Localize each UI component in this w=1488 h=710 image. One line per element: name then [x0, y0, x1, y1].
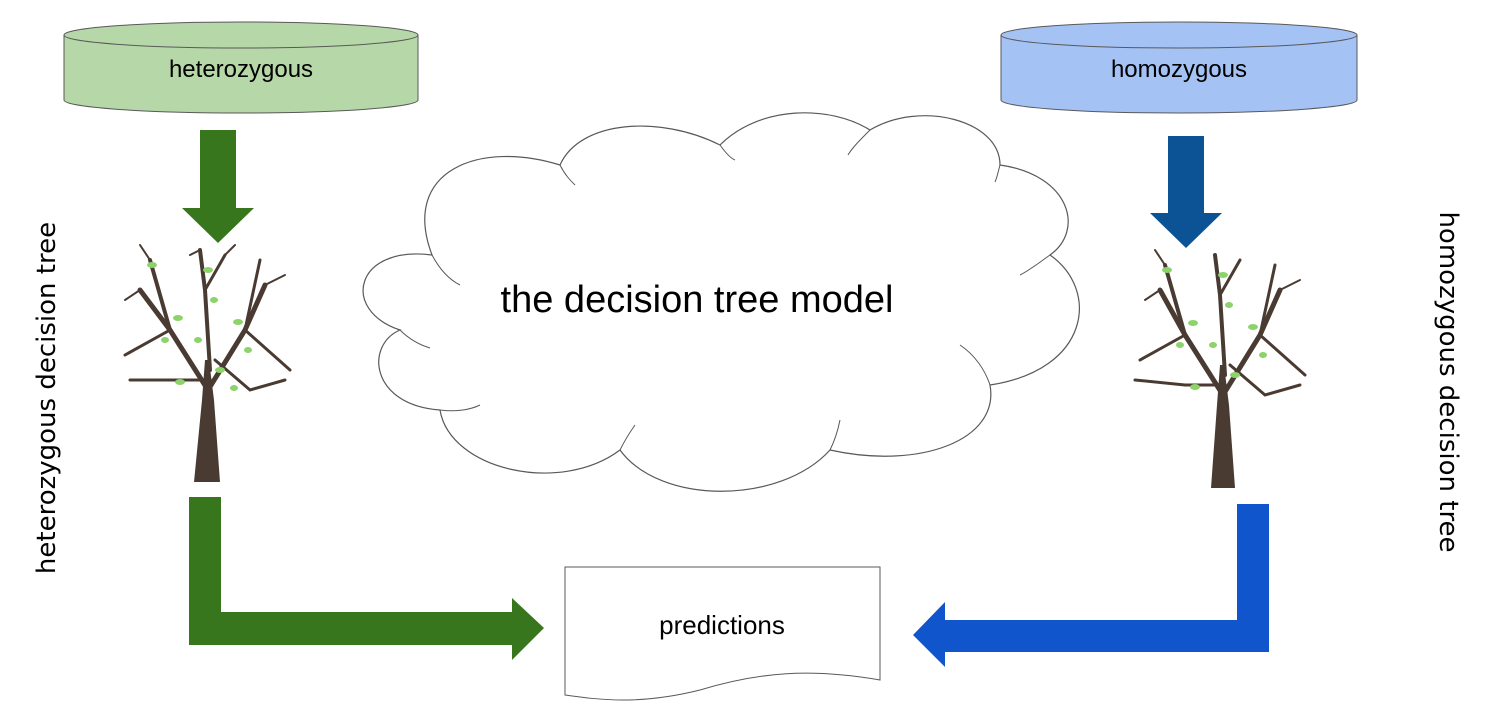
predictions-document: predictions [564, 566, 881, 701]
right-tree-icon [1133, 249, 1307, 488]
heterozygous-database-body [63, 35, 419, 114]
decision-tree-model-cloud: the decision tree model [362, 112, 1080, 492]
left-tree-icon [123, 244, 292, 482]
cloud-shape [362, 112, 1080, 492]
homozygous-database-body [1000, 35, 1358, 114]
predictions-label: predictions [659, 610, 785, 640]
homozygous-database: homozygous [1000, 21, 1358, 114]
green-bent-arrow [189, 497, 544, 660]
left-tree-label: heterozygous decision tree [32, 222, 62, 574]
dark-blue-down-arrow [1150, 136, 1222, 248]
right-tree-label: homozygous decision tree [1433, 211, 1463, 552]
blue-bent-arrow [913, 504, 1269, 667]
green-down-arrow [182, 130, 254, 243]
cloud-label: the decision tree model [501, 279, 894, 321]
homozygous-database-label: homozygous [1111, 56, 1247, 83]
heterozygous-database: heterozygous [63, 21, 419, 114]
predictions-document-shape [564, 566, 881, 701]
right-tree-trunk [1211, 365, 1235, 488]
heterozygous-database-label: heterozygous [169, 56, 313, 83]
heterozygous-database-top [63, 21, 419, 49]
homozygous-database-top [1000, 21, 1358, 49]
cloud-bump-lines [399, 129, 1051, 451]
left-tree-trunk [194, 360, 220, 482]
